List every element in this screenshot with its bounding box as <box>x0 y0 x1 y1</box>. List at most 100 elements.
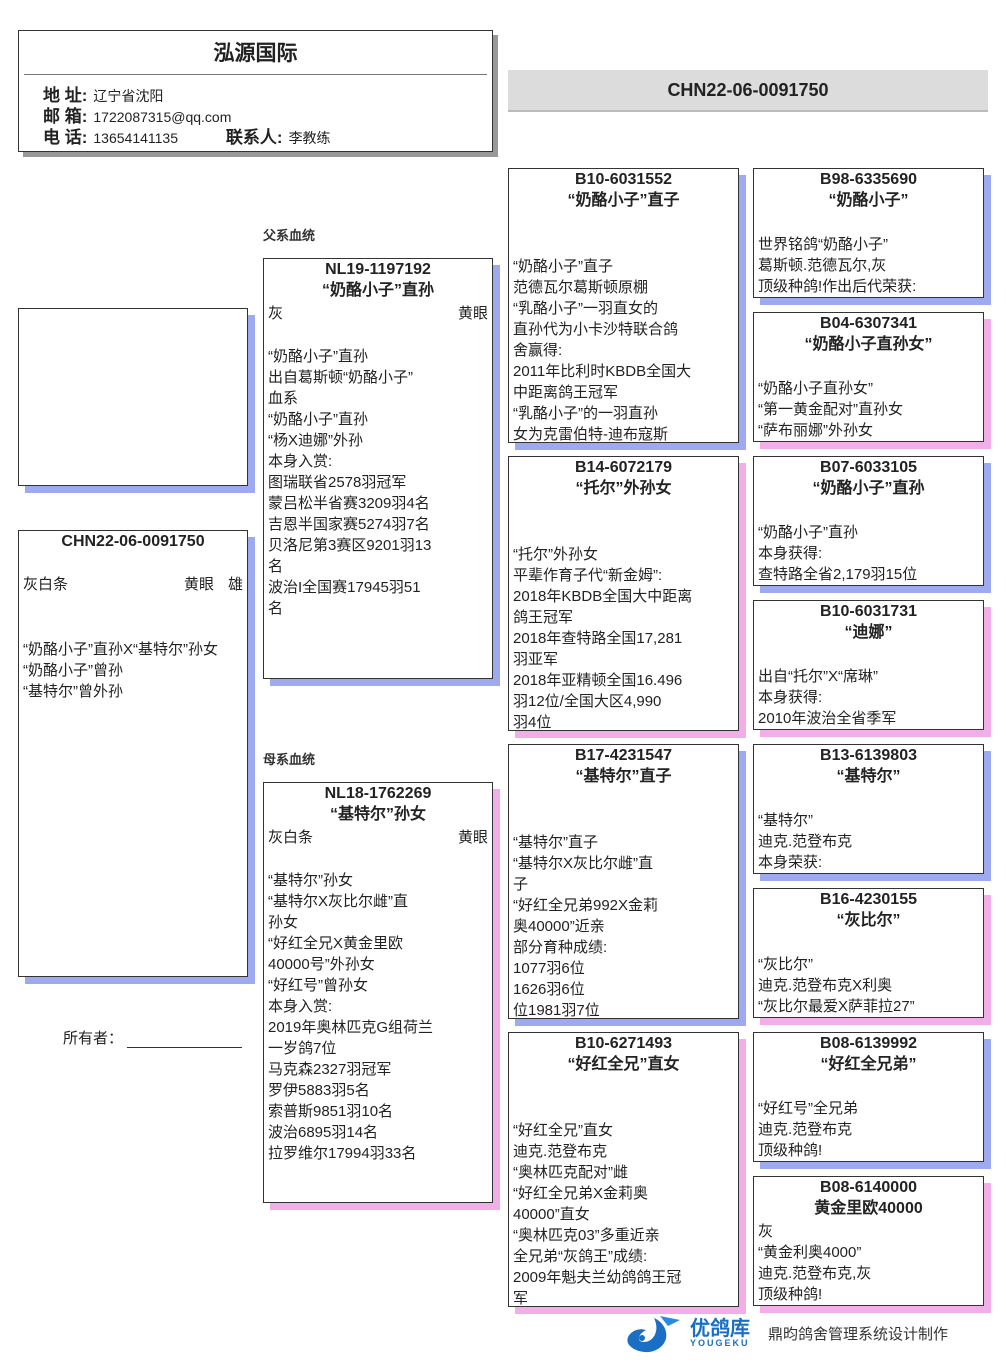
sex: 雄 <box>227 576 243 593</box>
spacer <box>754 643 983 666</box>
pigeon-name: “基特尔” <box>836 768 901 785</box>
description: “基特尔”迪克.范登布克本身荣获: <box>754 810 983 873</box>
ring-number: B10-6271493 <box>575 1035 672 1052</box>
description: “奶酪小子直孙女”“第一黄金配对”直孙女“萨布丽娜”外孙女 <box>754 378 983 441</box>
pigeon-name: 黄金里欧40000 <box>814 1200 923 1217</box>
contact-value: 李教练 <box>288 130 331 146</box>
sire-line-label: 父系血统 <box>263 228 316 243</box>
description-line: 名 <box>268 558 284 575</box>
great-grandparent-card: B16-4230155 “灰比尔”“灰比尔”迪克.范登布克X利奥“灰比尔最爱X萨菲… <box>753 888 984 1018</box>
credit-text: 鼎昀鸽舍管理系统设计制作 <box>768 1325 949 1343</box>
description-line: 范德瓦尔葛斯顿原棚 <box>513 279 649 296</box>
pigeon-name: “奶酪小子直孙女” <box>804 336 933 353</box>
description-line: 出自“托尔”X“席琳” <box>758 668 878 685</box>
spacer <box>19 595 247 639</box>
email-value: 1722087315@qq.com <box>93 109 232 125</box>
grandparent-card: B17-4231547“基特尔”直子“基特尔”直子“基特尔X灰比尔雌”直子“好红… <box>508 744 739 1019</box>
pigeon-name: “托尔”外孙女 <box>575 480 672 497</box>
description-line: 孙女 <box>268 914 299 931</box>
description-line: “萨布丽娜”外孙女 <box>758 422 873 439</box>
logo-subtext: YOUGEKU <box>690 1337 750 1348</box>
great-grandparent-card: B13-6139803“基特尔”“基特尔”迪克.范登布克本身荣获: <box>753 744 984 874</box>
description-line: “奶酪小子”直孙X“基特尔”孙女 <box>23 641 218 658</box>
pigeon-name: “奶酪小子”直孙 <box>321 282 434 299</box>
color-eye-row: 灰白条 黄眼 <box>264 827 492 848</box>
grandparent-card: B10-6271493 “好红全兄”直女 “好红全兄”直女迪克.范登布克“奥林匹克配… <box>508 1032 739 1307</box>
sire-card: NL19-1197192“奶酪小子”直孙灰黄眼“奶酪小子”直孙出自葛斯顿“奶酪小… <box>263 258 493 679</box>
description-line: 本身荣获: <box>758 854 823 871</box>
photo-placeholder <box>18 308 248 486</box>
description-line: “好红号”曾孙女 <box>268 977 368 994</box>
pigeon-name: “基特尔”直子 <box>575 768 672 785</box>
description: “奶酪小子”直孙X“基特尔”孙女“奶酪小子”曾孙“基特尔”曾外孙 <box>19 639 247 702</box>
address-value: 辽宁省沈阳 <box>93 88 164 104</box>
footer: 优鸽库 YOUGEKU 鼎昀鸽舍管理系统设计制作 <box>620 1312 948 1354</box>
description-line: “基特尔”孙女 <box>268 872 353 889</box>
description-line: 中距离鸽王冠军 <box>513 384 619 401</box>
description-line: 本身获得: <box>758 545 823 562</box>
description: “奶酪小子”直孙出自葛斯顿“奶酪小子”血系“奶酪小子”直孙“杨X迪娜”外孙本身入… <box>264 346 492 619</box>
description-line: 羽4位 <box>513 714 552 731</box>
description-line: 出自葛斯顿“奶酪小子” <box>268 369 413 386</box>
eye-color: 黄眼 <box>457 305 488 322</box>
ring-number: B10-6031552 <box>575 171 672 188</box>
description-line: 2019年奥林匹克G组荷兰 <box>268 1019 434 1036</box>
feather-color: 灰白条 <box>23 576 69 593</box>
description-line: 波治6895羽14名 <box>268 1124 379 1141</box>
pigeon-name: “好红全兄”直女 <box>567 1056 680 1073</box>
feather-color: 灰白条 <box>268 829 314 846</box>
divider <box>24 74 487 75</box>
description-line: 世界铭鸽“奶酪小子” <box>758 236 888 253</box>
description: 出自“托尔”X“席琳”本身获得:2010年波治全省季军 <box>754 666 983 729</box>
ring-number: CHN22-06-0091750 <box>61 533 205 550</box>
description-line: 40000”直女 <box>513 1206 590 1223</box>
loft-name: 泓源国际 <box>213 42 298 65</box>
spacer <box>754 499 983 522</box>
eye-color: 黄眼 <box>457 829 488 846</box>
description-line: “乳酪小子”一羽直女的 <box>513 300 658 317</box>
spacer <box>264 848 492 870</box>
ring-number: B16-4230155 <box>820 891 917 908</box>
eye-sex: 黄眼 <box>444 827 488 848</box>
description-line: 名 <box>268 600 284 617</box>
description-line: “奥林匹克配对”雌 <box>513 1164 628 1181</box>
description-line: 查特路全省2,179羽15位 <box>758 566 918 583</box>
pigeon-name: “奶酪小子” <box>828 192 909 209</box>
description-line: 羽亚军 <box>513 651 559 668</box>
description-line: 2018年亚精顿全国16.496 <box>513 672 683 689</box>
description-line: “奶酪小子”曾孙 <box>23 662 123 679</box>
description-line: “杨X迪娜”外孙 <box>268 432 363 449</box>
owner-label: 所有者： <box>63 1030 124 1047</box>
spacer <box>754 211 983 234</box>
ring-number: B04-6307341 <box>820 315 917 332</box>
description: “奶酪小子”直子范德瓦尔葛斯顿原棚“乳酪小子”一羽直女的直孙代为小卡沙特联合鸽舍… <box>509 256 738 442</box>
top-ring-banner: CHN22-06-0091750 <box>508 70 988 110</box>
color-eye-row: 灰黄眼 <box>264 303 492 324</box>
description-line: “奶酪小子”直孙 <box>268 411 368 428</box>
description-line: “奶酪小子”直子 <box>513 258 613 275</box>
description-line: 平辈作育子代“新金姆”: <box>513 567 663 584</box>
description-line: 马克森2327羽冠军 <box>268 1061 392 1078</box>
description-line: “灰比尔” <box>758 956 813 973</box>
address-label: 地 址: <box>43 86 88 105</box>
grandparent-card: B10-6031552“奶酪小子”直子“奶酪小子”直子范德瓦尔葛斯顿原棚“乳酪小… <box>508 168 739 443</box>
description-line: 贝洛尼第3赛区9201羽13 <box>268 537 432 554</box>
great-grandparent-card: B07-6033105“奶酪小子”直孙“奶酪小子”直孙本身获得:查特路全省2,1… <box>753 456 984 586</box>
spacer <box>509 499 738 544</box>
spacer <box>754 1075 983 1098</box>
description-line: 血系 <box>268 390 299 407</box>
ring-number: B07-6033105 <box>820 459 917 476</box>
description-line: 2018年KBDB全国大中距离 <box>513 588 693 605</box>
spacer <box>754 355 983 378</box>
description-line: 迪克.范登布克,灰 <box>758 1265 872 1282</box>
ring-number: B08-6139992 <box>820 1035 917 1052</box>
description: “基特尔”直子“基特尔X灰比尔雌”直子“好红全兄弟992X金莉奥40000”近亲… <box>509 832 738 1018</box>
description: “灰比尔”迪克.范登布克X利奥“灰比尔最爱X萨菲拉27” <box>754 954 983 1017</box>
description-line: 部分育种成绩: <box>513 939 608 956</box>
great-grandparent-card: B04-6307341 “奶酪小子直孙女” “奶酪小子直孙女”“第一黄金配对”直孙女… <box>753 312 984 442</box>
description-line: 迪克.范登布克 <box>758 833 853 850</box>
description-line: 罗伊5883羽5名 <box>268 1082 370 1099</box>
ring-number: B98-6335690 <box>820 171 917 188</box>
description-line: “奥林匹克03”多重近亲 <box>513 1227 660 1244</box>
